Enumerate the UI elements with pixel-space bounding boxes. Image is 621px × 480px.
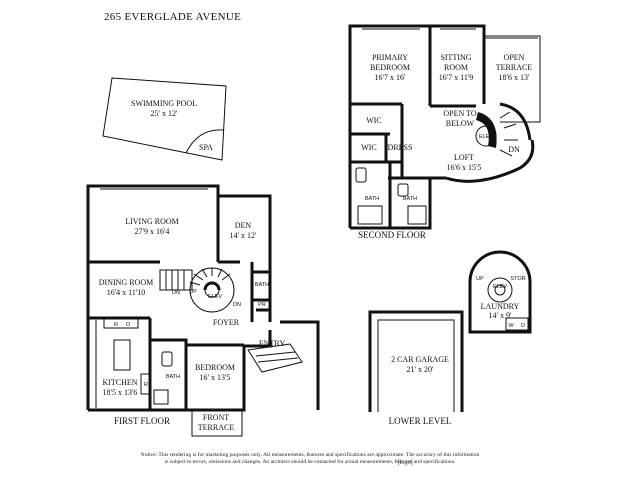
dining-room-label: DINING ROOM bbox=[99, 278, 153, 287]
front-terrace-label-1: FRONT bbox=[203, 413, 229, 422]
sitting-room-label-2: ROOM bbox=[444, 63, 468, 72]
disclaimer: Notice: This rendering is for marketing … bbox=[120, 452, 500, 466]
open-terrace-label-1: OPEN bbox=[504, 53, 525, 62]
living-room-dimensions: 27'9 x 16'4 bbox=[135, 227, 170, 236]
powder-room-label: PR bbox=[258, 302, 266, 308]
open-to-below-label-2: BELOW bbox=[446, 119, 475, 128]
first-floor-elevator: ELEV bbox=[208, 294, 222, 300]
bedroom-label: BEDROOM bbox=[195, 363, 235, 372]
second-floor-plan: PRIMARY BEDROOM 16'7 x 16' SITTING ROOM … bbox=[348, 24, 541, 240]
storage-label: STOR bbox=[510, 276, 525, 282]
primary-bedroom-label-2: BEDROOM bbox=[370, 63, 410, 72]
loft-dimensions: 16'6 x 15'5 bbox=[447, 163, 482, 172]
fridge-label: R bbox=[144, 382, 148, 388]
den-label: DEN bbox=[235, 221, 252, 230]
laundry-dimensions: 14' x 9' bbox=[489, 311, 512, 320]
garage-label: 2 CAR GARAGE bbox=[391, 355, 449, 364]
foyer-label: FOYER bbox=[213, 318, 240, 327]
open-terrace-label-2: TERRACE bbox=[496, 63, 533, 72]
living-room-label: LIVING ROOM bbox=[125, 217, 179, 226]
swimming-pool: SWIMMING POOL 25' x 12' SPA bbox=[102, 77, 227, 161]
loft-stair-down: DN bbox=[508, 145, 520, 154]
bedroom-bath-label: BATH bbox=[166, 374, 180, 380]
kitchen-label: KITCHEN bbox=[102, 378, 137, 387]
laundry-plan: UP STOR ELEV LAUNDRY 14' x 9' W D bbox=[468, 250, 532, 334]
first-floor-bath-label: BATH bbox=[255, 282, 269, 288]
second-floor-elevator: ELEV bbox=[479, 134, 493, 140]
lower-elevator: ELEV bbox=[493, 284, 507, 290]
primary-bath-label: BATH bbox=[365, 196, 379, 202]
second-floor-label: SECOND FLOOR bbox=[358, 230, 426, 240]
dressing-room-label: DRESS bbox=[388, 143, 413, 152]
laundry-stair-up: UP bbox=[476, 276, 484, 282]
property-address-title: 265 EVERGLADE AVENUE bbox=[104, 11, 242, 23]
spa-label: SPA bbox=[199, 143, 213, 152]
sitting-room-label-1: SITTING bbox=[440, 53, 471, 62]
primary-bedroom-label-1: PRIMARY bbox=[372, 53, 408, 62]
garage-dimensions: 21' x 20' bbox=[407, 365, 434, 374]
dining-room-dimensions: 16'4 x 11'10 bbox=[107, 288, 146, 297]
lower-level-label: LOWER LEVEL bbox=[389, 416, 452, 426]
laundry-label: LAUNDRY bbox=[481, 302, 520, 311]
range-label: R bbox=[114, 322, 118, 328]
pool-label: SWIMMING POOL bbox=[131, 99, 197, 108]
pool-dimensions: 25' x 12' bbox=[151, 109, 178, 118]
walk-in-closet-1-label: WIC bbox=[366, 116, 382, 125]
spiral-stair-up: UP bbox=[189, 289, 197, 295]
washer-label: W bbox=[508, 323, 514, 329]
company-logo: [logo] bbox=[398, 460, 413, 466]
loft-label: LOFT bbox=[454, 153, 474, 162]
first-floor-plan: LIVING ROOM 27'9 x 16'4 DEN 14' x 12' DI… bbox=[86, 184, 320, 437]
entry-label: ENTRY bbox=[259, 339, 285, 348]
bedroom-dimensions: 16' x 13'5 bbox=[200, 373, 231, 382]
dining-stair-down: DN bbox=[172, 290, 180, 296]
garage-plan: 2 CAR GARAGE 21' x 20' LOWER LEVEL bbox=[368, 310, 464, 426]
open-to-below-label-1: OPEN TO bbox=[443, 109, 476, 118]
dryer-label: D bbox=[521, 323, 525, 329]
open-terrace-dimensions: 18'6 x 13' bbox=[499, 73, 530, 82]
primary-bedroom-dimensions: 16'7 x 16' bbox=[375, 73, 406, 82]
second-bath-label: BATH bbox=[403, 196, 417, 202]
walk-in-closet-2-label: WIC bbox=[361, 143, 377, 152]
front-terrace-label-2: TERRACE bbox=[198, 423, 235, 432]
first-floor-label: FIRST FLOOR bbox=[114, 416, 170, 426]
kitchen-dimensions: 18'5 x 13'6 bbox=[103, 388, 138, 397]
disclaimer-line-1: Notice: This rendering is for marketing … bbox=[140, 452, 480, 458]
spiral-stair-down: DN bbox=[233, 302, 241, 308]
den-dimensions: 14' x 12' bbox=[230, 231, 257, 240]
oven-label: O bbox=[126, 322, 131, 328]
disclaimer-line-2: is subject to errors, omissions and chan… bbox=[164, 459, 456, 465]
sitting-room-dimensions: 16'7 x 11'9 bbox=[439, 73, 474, 82]
